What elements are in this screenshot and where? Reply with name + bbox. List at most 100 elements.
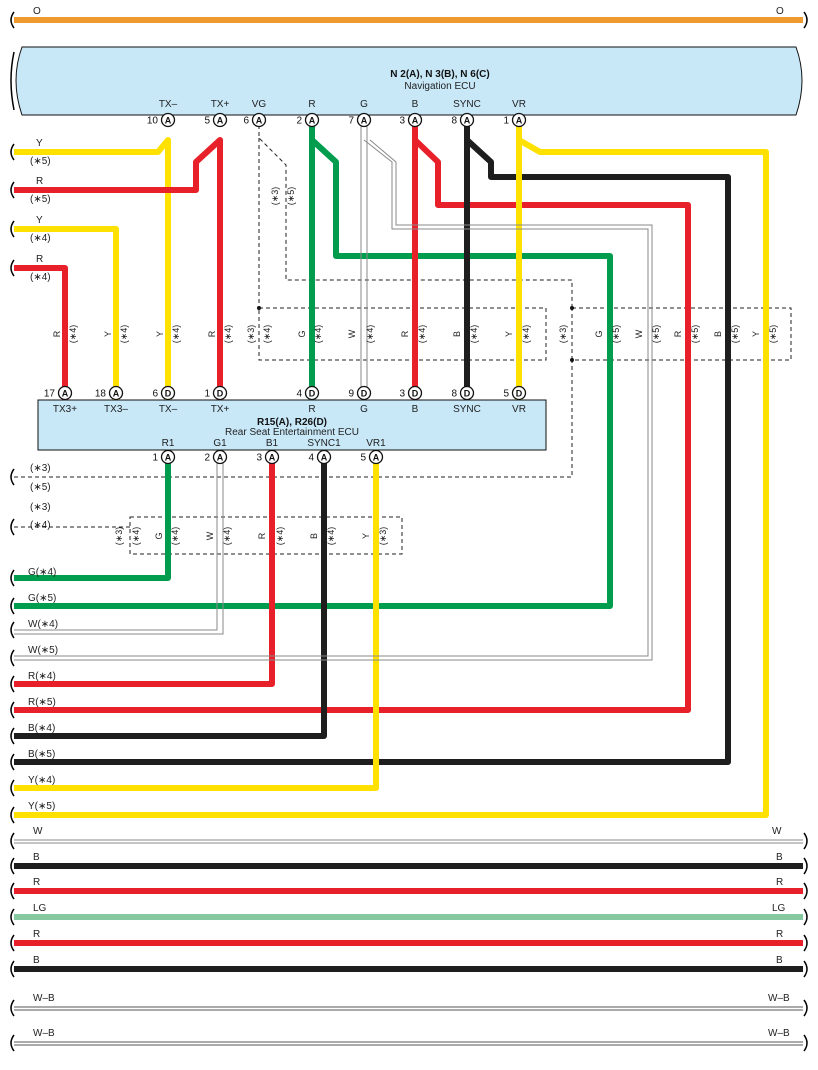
vlabel: Y (751, 331, 761, 337)
svg-text:D: D (361, 389, 368, 399)
vlabel: (∗5) (730, 325, 740, 344)
vlabel: (∗5) (651, 325, 661, 344)
vlabel: B (452, 331, 462, 337)
vlabel: R (673, 330, 683, 337)
wire-y-vr1 (14, 460, 379, 791)
output-label: Y(∗5) (28, 801, 55, 812)
wire-g-r1 (14, 460, 171, 581)
wire-end-bracket (10, 753, 15, 771)
wire-end-bracket (10, 649, 15, 667)
wire-w-g-direct (360, 125, 368, 400)
svg-text:D: D (309, 389, 316, 399)
vlabel: (∗4) (170, 527, 180, 546)
rear-bottom-pin-name: G1 (213, 438, 227, 449)
wire-y-tx-minus (14, 137, 171, 400)
svg-text:A: A (412, 116, 419, 126)
rear-bottom-connector-pin: A4 (308, 449, 332, 465)
input-variant: (∗5) (30, 194, 51, 205)
rear-seat-ecu: TX3+ TX3– TX– TX+ R G B SYNC VR R15(A), … (37, 399, 547, 451)
orange-bus-label-left: O (33, 6, 41, 17)
wire-end-bracket (10, 882, 15, 900)
wire-end-bracket (10, 143, 15, 161)
bus-label-right: W (772, 826, 782, 837)
bus-label-left: W–B (33, 1028, 55, 1039)
wire-end-bracket (10, 701, 15, 719)
side-label: (∗3) (30, 502, 51, 513)
svg-text:A: A (321, 453, 328, 463)
svg-text:A: A (464, 116, 471, 126)
output-label: R(∗4) (28, 671, 56, 682)
svg-text:18: 18 (95, 389, 107, 400)
wire-r-b1 (14, 460, 275, 687)
nav-pin-name: B (412, 99, 419, 110)
svg-text:D: D (165, 389, 172, 399)
input-variant: (∗4) (30, 272, 51, 283)
nav-ecu-subtitle: Navigation ECU (404, 81, 475, 92)
svg-text:17: 17 (44, 389, 56, 400)
bus-label-right: B (776, 852, 783, 863)
wire-end-bracket (10, 621, 15, 639)
bus-label-right: LG (772, 903, 786, 914)
wire-b-sync-to-left (14, 137, 731, 765)
ecu-bracket (10, 51, 15, 111)
nav-ecu-title: N 2(A), N 3(B), N 6(C) (390, 69, 489, 80)
vlabel: (∗3) (558, 325, 568, 344)
bus-label-right: W–B (768, 1028, 790, 1039)
svg-text:D: D (217, 389, 224, 399)
input-color: Y (36, 215, 43, 226)
wire-end-bracket (10, 468, 15, 486)
input-variant: (∗4) (30, 233, 51, 244)
passthrough-buses: W W B B R R LG LG R R B B W–B W–B W–B W–… (14, 826, 803, 1046)
wire-end-bracket (803, 1034, 808, 1052)
svg-text:1: 1 (503, 116, 509, 127)
wire-end-bracket (10, 960, 15, 978)
output-label: B(∗4) (28, 723, 55, 734)
wire-end-bracket (803, 832, 808, 850)
vlabel: R (400, 330, 410, 337)
vlabel: Y (155, 331, 165, 337)
wire-end-bracket (10, 806, 15, 824)
bus-label-left: R (33, 877, 40, 888)
vlabel: (∗4) (275, 527, 285, 546)
svg-text:A: A (269, 453, 276, 463)
wire-end-bracket (10, 181, 15, 199)
rear-ecu-title: R15(A), R26(D) (257, 417, 327, 428)
wire-end-bracket (10, 569, 15, 587)
nav-pin-name: TX– (159, 99, 178, 110)
svg-text:A: A (217, 116, 224, 126)
vlabel: (∗3) (270, 187, 280, 206)
wire-r-tx3-plus (14, 265, 68, 400)
vlabel: (∗4) (417, 325, 427, 344)
output-label: G(∗4) (28, 567, 56, 578)
wires (14, 125, 769, 818)
wire-end-bracket (10, 675, 15, 693)
vlabel: (∗4) (262, 325, 272, 344)
vlabel: (∗4) (521, 325, 531, 344)
output-label: Y(∗4) (28, 775, 55, 786)
rear-bottom-pin-name: B1 (266, 438, 279, 449)
nav-connector-pin: A10 (147, 112, 176, 128)
vlabel: (∗4) (313, 325, 323, 344)
nav-connector-pin: A8 (451, 112, 475, 128)
wire-y-tx3-minus (14, 226, 119, 400)
svg-text:A: A (113, 389, 120, 399)
rear-bottom-connector-pin: A2 (204, 449, 228, 465)
wire-end-bracket (803, 960, 808, 978)
vlabel: W (347, 329, 357, 338)
rear-ecu-subtitle: Rear Seat Entertainment ECU (225, 427, 359, 438)
vlabel: (∗3) (378, 527, 388, 546)
nav-pin-name: R (308, 99, 315, 110)
vlabel: G (594, 330, 604, 337)
vlabel: (∗5) (690, 325, 700, 344)
svg-text:4: 4 (308, 453, 314, 464)
vlabel: (∗4) (326, 527, 336, 546)
input-color: R (36, 176, 43, 187)
rear-top-pin-name: TX+ (211, 404, 230, 415)
svg-text:A: A (165, 453, 172, 463)
orange-bus: O O (10, 6, 808, 29)
orange-bus-label-right: O (776, 6, 784, 17)
rear-bottom-connector-pin: A5 (360, 449, 384, 465)
nav-pin-name: SYNC (453, 99, 481, 110)
svg-text:A: A (516, 116, 523, 126)
wire-end-bracket (10, 999, 15, 1017)
